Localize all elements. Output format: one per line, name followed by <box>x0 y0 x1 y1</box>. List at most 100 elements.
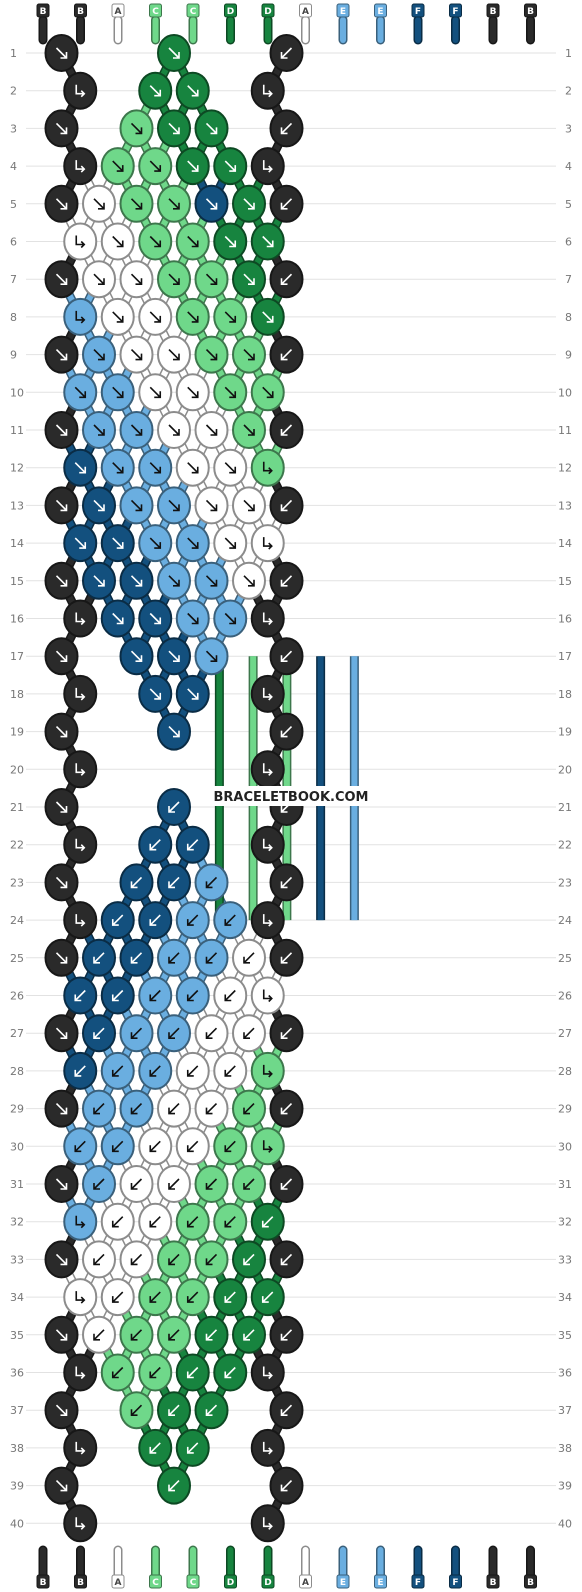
knot-d-fr[interactable] <box>250 222 285 261</box>
knot-b-bf[interactable] <box>63 1504 98 1543</box>
knot-a-fr[interactable] <box>232 561 266 600</box>
knot-b-fl[interactable] <box>269 1165 304 1203</box>
knot-b-bf[interactable] <box>63 71 98 110</box>
knot-c-fl[interactable] <box>157 1315 191 1354</box>
knot-a-fl[interactable] <box>138 1127 173 1166</box>
knot-d-fl[interactable] <box>175 1353 210 1392</box>
knot-f-fl[interactable] <box>82 1014 116 1053</box>
knot-b-fl[interactable] <box>269 335 304 374</box>
knot-c-fr[interactable] <box>138 222 173 261</box>
knot-c-fr[interactable] <box>250 373 285 412</box>
knot-b-fr[interactable] <box>44 260 79 299</box>
knot-b-bf[interactable] <box>63 825 98 864</box>
knot-f-fl[interactable] <box>100 976 135 1015</box>
knot-b-bf[interactable] <box>250 1353 285 1392</box>
knot-a-fl[interactable] <box>82 1240 116 1279</box>
knot-c-fl[interactable] <box>194 1165 229 1203</box>
knot-e-fl[interactable] <box>138 1051 173 1090</box>
knot-f-fr[interactable] <box>175 674 210 713</box>
knot-e-fr[interactable] <box>175 524 210 563</box>
knot-c-fl[interactable] <box>194 1240 229 1279</box>
knot-d-fl[interactable] <box>213 1278 248 1317</box>
knot-f-fr[interactable] <box>63 524 98 563</box>
knot-b-bf[interactable] <box>63 1428 98 1467</box>
knot-f-fr[interactable] <box>119 561 154 600</box>
knot-b-fl[interactable] <box>269 1391 304 1430</box>
knot-c-fl[interactable] <box>100 1353 135 1392</box>
knot-a-fl[interactable] <box>119 1240 154 1279</box>
knot-b-fl[interactable] <box>269 938 304 977</box>
knot-f-fr[interactable] <box>138 599 173 638</box>
knot-f-fl[interactable] <box>138 825 173 864</box>
knot-b-fr[interactable] <box>44 938 79 977</box>
knot-a-fl[interactable] <box>138 1202 173 1241</box>
knot-a-fl[interactable] <box>157 1089 191 1128</box>
knot-f-fl[interactable] <box>63 1051 98 1090</box>
knot-e-fr[interactable] <box>119 411 154 449</box>
knot-a-fl[interactable] <box>100 1278 135 1317</box>
knot-f-fr[interactable] <box>138 674 173 713</box>
knot-c-bf[interactable] <box>250 1127 285 1166</box>
knot-f-fl[interactable] <box>82 938 116 977</box>
knot-a-bf[interactable] <box>250 976 285 1015</box>
knot-d-fl[interactable] <box>157 1466 191 1505</box>
knot-c-fl[interactable] <box>175 1202 210 1241</box>
knot-b-fr[interactable] <box>44 1466 79 1505</box>
knot-a-fl[interactable] <box>194 1014 229 1053</box>
knot-e-fl[interactable] <box>194 938 229 977</box>
knot-b-fl[interactable] <box>269 1240 304 1279</box>
knot-b-fr[interactable] <box>44 1014 79 1053</box>
knot-d-fr[interactable] <box>157 34 191 72</box>
knot-d-fl[interactable] <box>175 1428 210 1467</box>
knot-a-fr[interactable] <box>175 448 210 487</box>
knot-c-fr[interactable] <box>194 260 229 299</box>
knot-e-fl[interactable] <box>157 938 191 977</box>
knot-b-fl[interactable] <box>269 34 304 72</box>
knot-f-fl[interactable] <box>63 976 98 1015</box>
knot-e-fr[interactable] <box>82 411 116 449</box>
knot-a-fr[interactable] <box>100 297 135 336</box>
knot-c-fr[interactable] <box>213 297 248 336</box>
knot-d-fr[interactable] <box>175 71 210 110</box>
knot-b-fr[interactable] <box>44 411 79 449</box>
knot-b-fr[interactable] <box>44 1391 79 1430</box>
knot-b-fl[interactable] <box>269 561 304 600</box>
knot-c-fl[interactable] <box>232 1165 266 1203</box>
knot-f-fr[interactable] <box>119 637 154 676</box>
knot-b-bf[interactable] <box>250 1428 285 1467</box>
knot-b-fr[interactable] <box>44 788 79 826</box>
knot-b-fr[interactable] <box>44 335 79 374</box>
knot-e-fr[interactable] <box>138 524 173 563</box>
knot-e-fl[interactable] <box>119 1089 154 1128</box>
knot-c-bf[interactable] <box>250 1051 285 1090</box>
knot-b-fr[interactable] <box>44 863 79 902</box>
knot-e-fl[interactable] <box>82 1089 116 1128</box>
knot-c-fl[interactable] <box>157 1240 191 1279</box>
knot-f-fr[interactable] <box>194 184 229 223</box>
knot-b-bf[interactable] <box>63 750 98 789</box>
knot-e-fl[interactable] <box>100 1051 135 1090</box>
knot-e-fr[interactable] <box>213 599 248 638</box>
knot-a-fl[interactable] <box>194 1089 229 1128</box>
knot-d-fr[interactable] <box>213 222 248 261</box>
knot-f-fl[interactable] <box>157 863 191 902</box>
knot-a-fr[interactable] <box>213 448 248 487</box>
knot-d-fr[interactable] <box>232 184 266 223</box>
knot-f-fr[interactable] <box>82 561 116 600</box>
knot-c-fr[interactable] <box>194 335 229 374</box>
knot-d-fl[interactable] <box>194 1315 229 1354</box>
knot-a-fl[interactable] <box>213 1051 248 1090</box>
knot-f-fr[interactable] <box>157 637 191 676</box>
knot-b-fl[interactable] <box>269 109 304 148</box>
knot-b-fl[interactable] <box>269 486 304 525</box>
knot-b-fr[interactable] <box>44 34 79 72</box>
knot-d-fl[interactable] <box>138 1428 173 1467</box>
knot-f-fr[interactable] <box>63 448 98 487</box>
knot-a-fr[interactable] <box>100 222 135 261</box>
knot-e-fr[interactable] <box>119 486 154 525</box>
knot-b-fr[interactable] <box>44 1315 79 1354</box>
knot-e-fl[interactable] <box>157 1014 191 1053</box>
knot-b-fl[interactable] <box>269 1466 304 1505</box>
knot-d-fl[interactable] <box>232 1240 266 1279</box>
knot-e-fr[interactable] <box>138 448 173 487</box>
